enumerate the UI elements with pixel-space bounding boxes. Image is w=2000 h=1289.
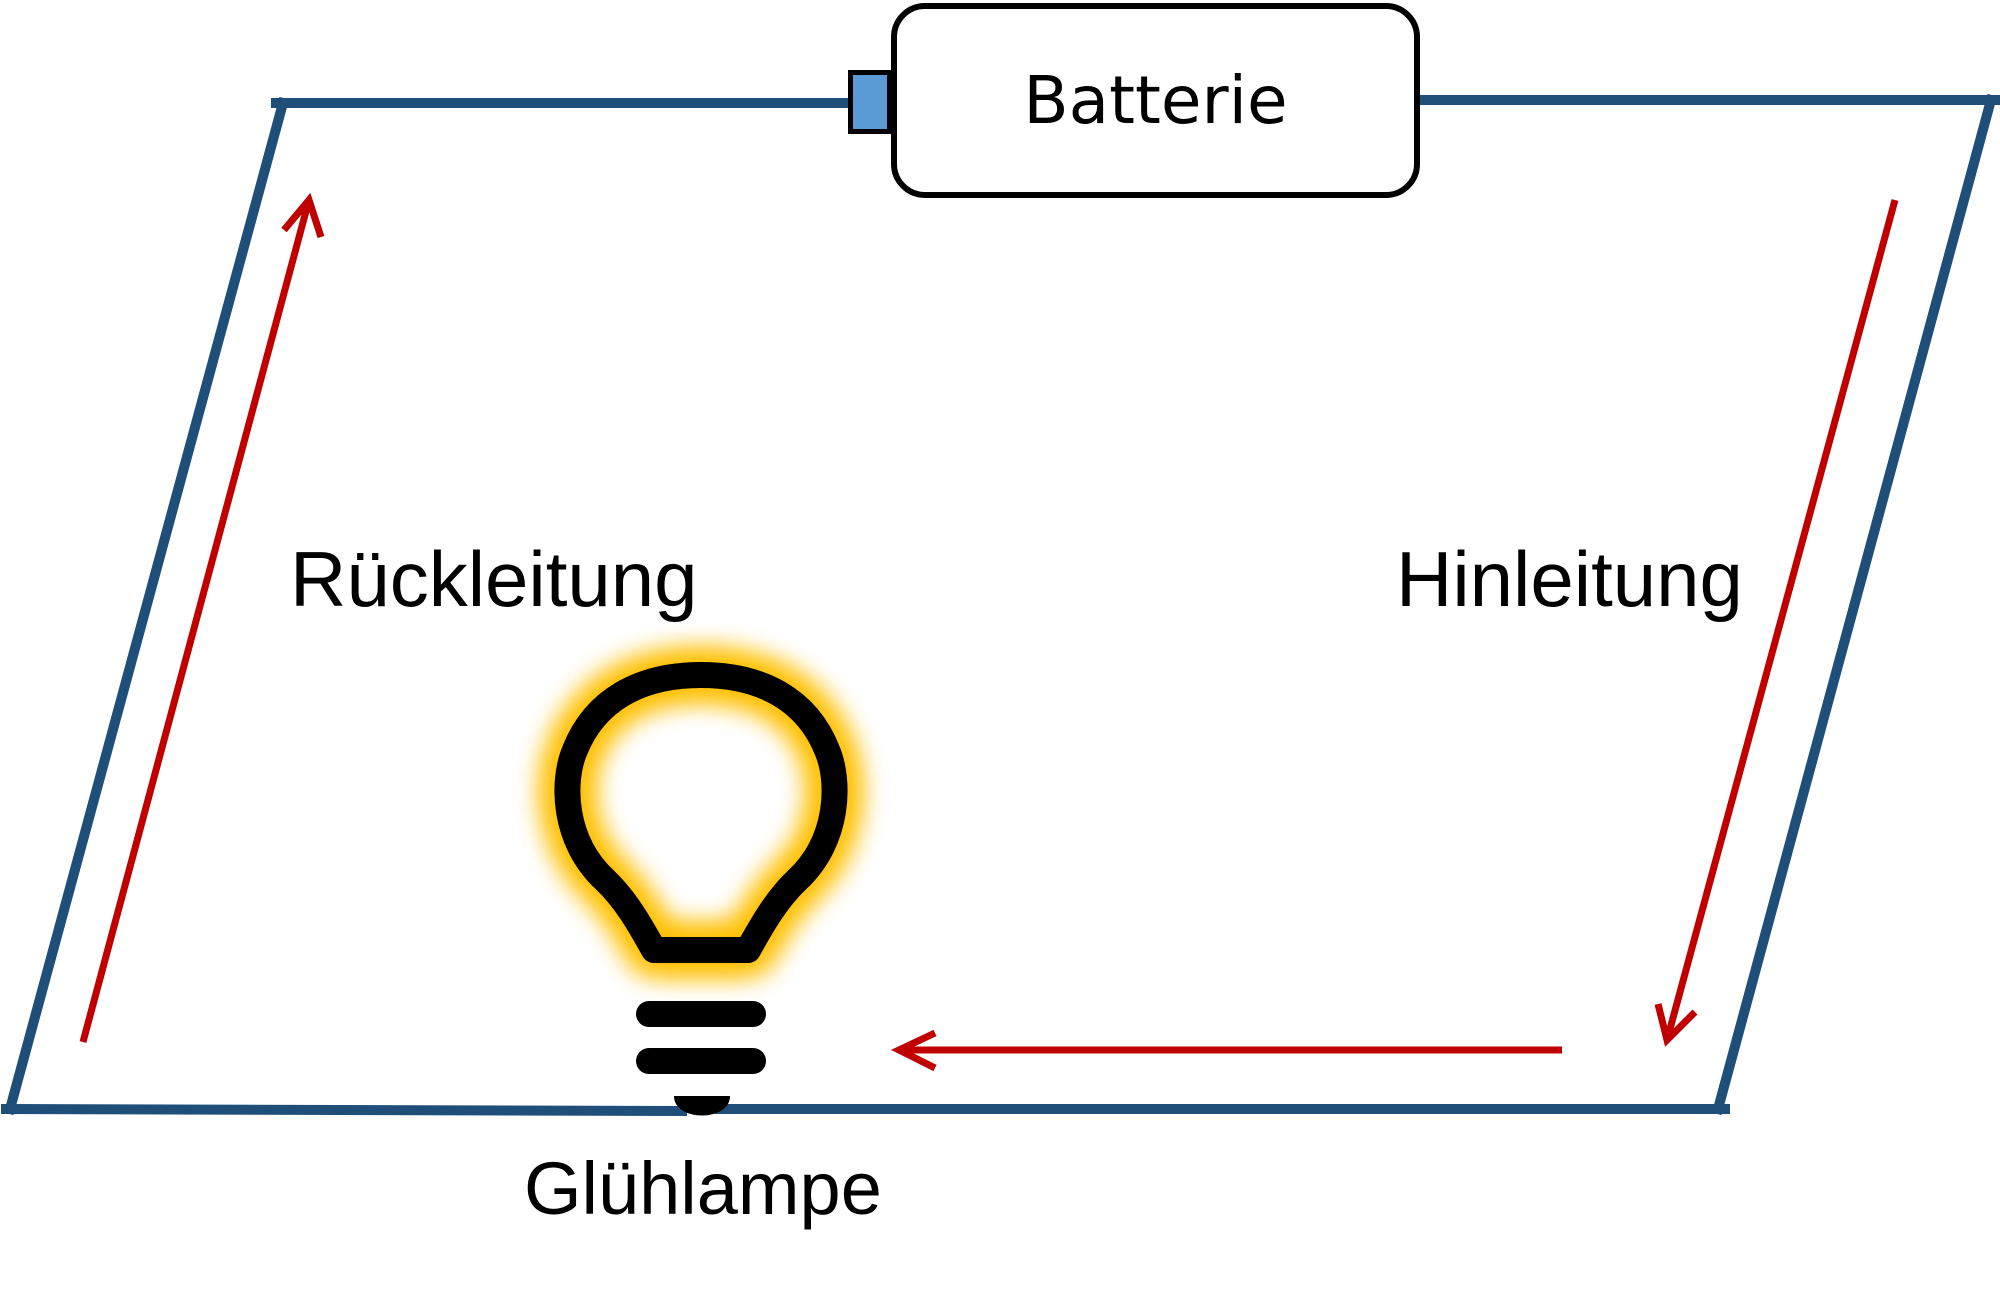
current-arrow-right-head: [1654, 1003, 1698, 1047]
current-arrow-right-shaft: [1663, 199, 1899, 1041]
current-arrow-left-head: [281, 192, 325, 239]
battery-terminal: [848, 70, 892, 134]
current-arrow-bottom-head: [890, 1029, 937, 1072]
wire-right: [1711, 93, 1998, 1116]
bulb-label: Glühlampe: [524, 1147, 882, 1230]
battery-label: Batterie: [1023, 61, 1288, 139]
current-arrows: [79, 192, 1899, 1072]
lightbulb-icon: [545, 653, 857, 1116]
battery-icon: Batterie: [891, 3, 1420, 198]
return-line-label: Rückleitung: [290, 535, 698, 623]
wire-left: [3, 96, 290, 1116]
forward-line-label: Hinleitung: [1396, 535, 1743, 623]
current-arrow-left-shaft: [79, 199, 313, 1043]
wires: [0, 93, 2000, 1117]
wire-bottom-left: [0, 1103, 688, 1117]
